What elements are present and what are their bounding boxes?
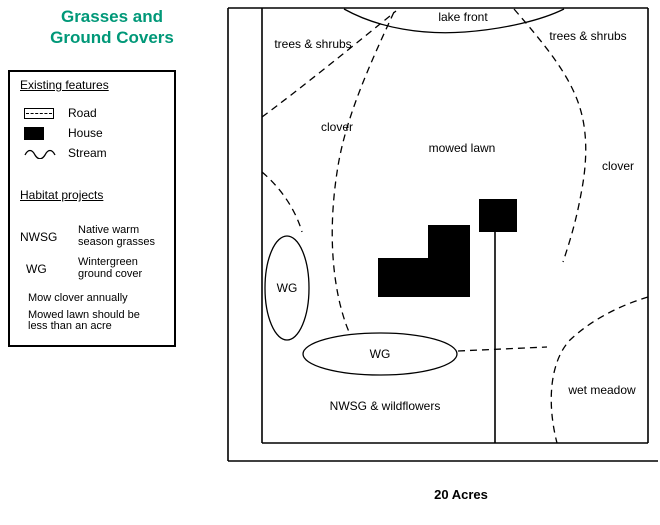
label-nwsg-wildflowers: NWSG & wildflowers: [330, 399, 441, 413]
existing-features-heading: Existing features: [20, 78, 109, 92]
house-symbol-cell: [24, 126, 68, 140]
wg-abbr: WG: [26, 262, 47, 276]
boundary-trees-left: [261, 10, 397, 118]
page-title: Grasses and Ground Covers: [28, 6, 196, 48]
house-outbuilding: [479, 199, 517, 232]
boundary-trees-right: [513, 8, 587, 263]
nwsg-desc-line-1: Native warm: [78, 224, 140, 236]
wg-desc-line-2: ground cover: [78, 267, 143, 280]
label-clover-right: clover: [602, 159, 634, 173]
nwsg-description: Native warm season grasses: [78, 224, 156, 248]
boundary-clover-mowed-lawn: [331, 11, 395, 341]
title-line-1: Grasses and: [60, 7, 164, 26]
note-mowed-lawn-line-1: Mowed lawn should be: [28, 309, 140, 321]
boundary-clover-lower: [261, 171, 303, 233]
label-wg-left: WG: [277, 281, 298, 295]
boundary-wg-extension: [457, 346, 548, 352]
stream-symbol-cell: [24, 147, 68, 159]
label-trees-shrubs-right: trees & shrubs: [549, 29, 626, 43]
note-mowed-lawn: Mowed lawn should be less than an acre: [28, 310, 140, 332]
label-acreage: 20 Acres: [434, 487, 488, 502]
house-label: House: [68, 126, 103, 140]
legend-row-house: House: [24, 125, 103, 141]
title-line-2: Ground Covers: [50, 28, 174, 47]
road-label: Road: [68, 106, 97, 120]
house-main: [378, 225, 470, 297]
habitat-projects-heading: Habitat projects: [20, 188, 104, 202]
label-mowed-lawn: mowed lawn: [429, 141, 496, 155]
stream-label: Stream: [68, 146, 107, 160]
road-icon: [24, 107, 54, 119]
legend-row-road: Road: [24, 105, 97, 121]
wg-description: Wintergreen ground cover: [78, 256, 143, 280]
note-mow-clover: Mow clover annually: [28, 292, 128, 304]
road-symbol-cell: [24, 107, 68, 119]
label-wet-meadow: wet meadow: [567, 383, 636, 397]
label-clover-left: clover: [321, 120, 353, 134]
label-trees-shrubs-left: trees & shrubs: [274, 37, 351, 51]
legend-row-stream: Stream: [24, 145, 107, 161]
note-mowed-lawn-line-2: less than an acre: [28, 320, 112, 332]
nwsg-desc-line-2: season grasses: [78, 235, 156, 248]
wg-area-center: [302, 332, 458, 376]
wg-desc-line-1: Wintergreen: [78, 256, 138, 268]
lake-shoreline: [343, 8, 565, 34]
stream-icon: [24, 149, 56, 159]
legend-box: Existing features Road House Stream Habi…: [8, 70, 176, 347]
house-icon: [24, 126, 44, 140]
label-wg-center: WG: [370, 347, 391, 361]
wg-area-left: [264, 235, 310, 341]
boundary-wet-meadow: [550, 296, 649, 444]
nwsg-abbr: NWSG: [20, 230, 58, 244]
label-lake-front: lake front: [438, 10, 488, 24]
